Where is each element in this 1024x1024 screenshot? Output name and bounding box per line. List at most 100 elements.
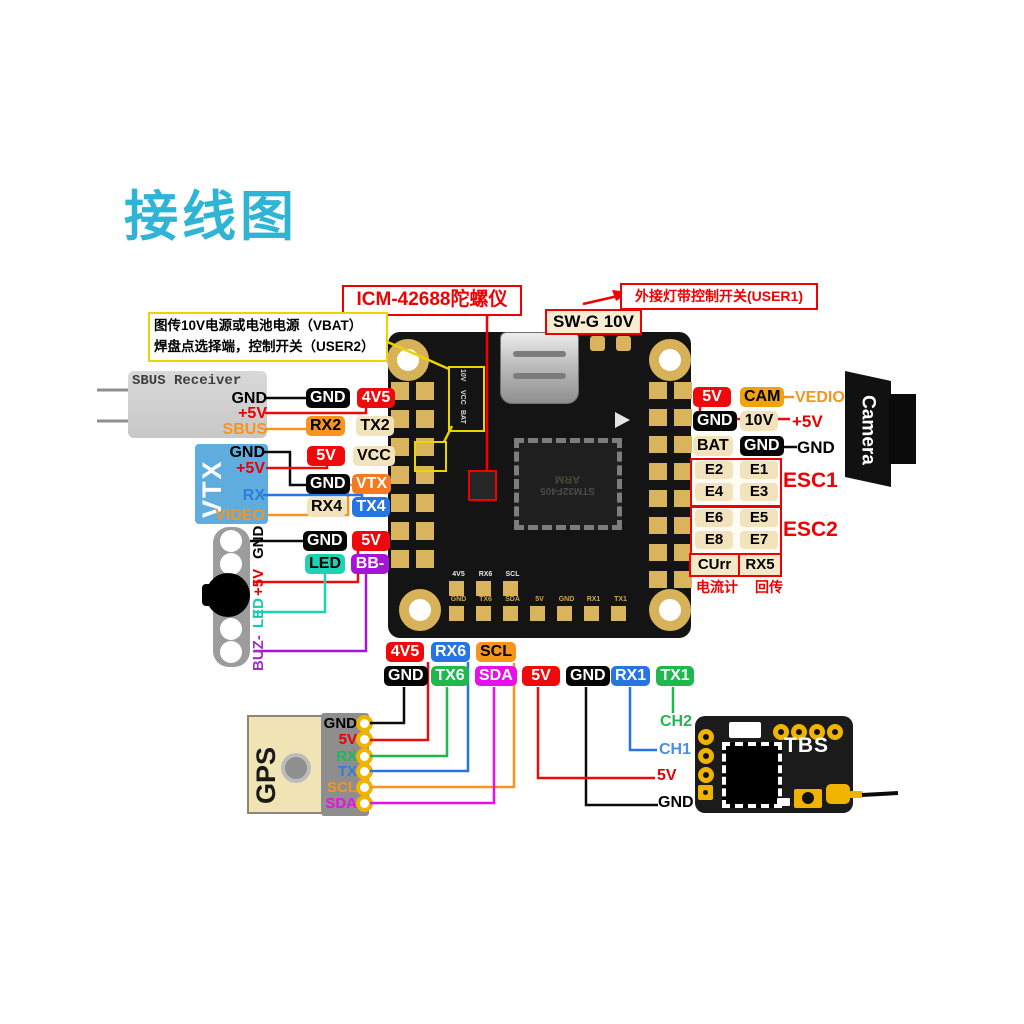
selector-silk-vcc: VCC [459,390,466,405]
pad-column-left-a [391,382,409,568]
gps-pin-gnd: GND [323,715,357,732]
camera-pin-gnd: GND [797,438,835,457]
gps-pin-tx: TX [337,763,357,780]
tbs-pin-ch2: CH2 [660,713,693,730]
tbs-antenna-wire [861,791,899,797]
pad-label-e1: E1 [740,461,778,479]
buzzer-pin-led: LED [250,598,267,628]
board-arrow-silk [615,412,630,428]
tbs-antenna-connector [826,784,850,804]
silk-label: RX6 [478,571,493,578]
sw-g-pad [590,336,605,351]
camera-pin-vedio: VEDIO [795,389,845,406]
tbs-component [777,798,790,806]
current-meter-note: 电流计 [696,579,738,595]
gps-module: GPS [247,715,324,814]
pad-label-cam: CAM [740,387,785,407]
pad-label-5v: 5V [307,446,345,466]
tbs-pad-ring [698,729,714,745]
pad-label-led: LED [305,554,345,574]
buzzer-pin-5v: +5V [250,568,267,596]
mcu-part-silk: STM32F405 [540,484,596,496]
pad-label-bat: BAT [693,436,733,456]
silk-label: RX1 [586,596,601,603]
camera-pin-5v: +5V [792,412,823,431]
pad-label-5v: 5V [693,387,731,407]
pad-10v [616,336,631,351]
pad-label-sda: SDA [475,666,517,686]
sbus-pin-sbus: SBUS [222,421,267,438]
usb-slot [513,373,566,379]
selector-silk-10v: 10V [459,369,466,382]
wire-tbs-ch1 [628,687,657,752]
gps-module-name: GPS [251,746,281,804]
pad-label-scl: SCL [476,642,516,662]
wire-gps-sda [370,687,496,805]
esc2-label: ESC2 [783,518,838,541]
silk-label: TX1 [614,596,627,603]
sbus-receiver-name: SBUS Receiver [132,373,242,389]
camera-module-name: Camera [858,395,879,465]
tbs-pad-ring [698,748,714,764]
tbs-pad-ring [827,724,843,740]
gps-pad-ring [356,731,373,748]
vbat-note-line1: 图传10V电源或电池电源（VBAT） [154,318,363,333]
tbs-receiver-module: TBS [695,716,863,813]
wire-buzzer-signal [254,574,368,653]
sbus-receiver-module: SBUS Receiver [128,371,267,438]
mounting-hole [649,339,691,381]
wire-vtx-gnd [263,450,307,487]
pad-label-tx1: TX1 [656,666,694,686]
gps-pad-ring [356,779,373,796]
tbs-module-name: TBS [784,734,829,757]
pad-label-gnd: GND [740,436,784,456]
user1-callout: 外接灯带控制开关(USER1) [620,283,818,310]
silk-label: SCL [505,571,520,578]
pad-label-e5: E5 [740,509,778,527]
strip-hole [220,530,242,552]
gps-antenna [281,753,311,783]
tbs-pad-ring [791,724,807,740]
curr-pad-box: CUrr [689,553,740,577]
tbs-pad-square [698,785,713,800]
sbus-pin-gnd: GND [231,390,267,407]
mounting-hole [649,589,691,631]
wire-tbs-5v [536,687,655,780]
tbs-bind-button [794,789,822,808]
pad-row-bottom-lower [449,606,630,621]
pad-label-vcc: VCC [353,446,395,466]
vbat-selector-highlight [448,366,485,432]
vbat-note-line2: 焊盘点选择端，控制开关（USER2） [154,339,375,354]
vtx-pin-video: VIDEO [215,507,265,524]
wire-tbs-gnd [584,687,658,807]
swg-callout: SW-G 10V [545,309,642,335]
sbus-pin-5v: +5V [238,405,267,422]
telemetry-note: 回传 [755,579,783,595]
silk-label: 4V5 [452,571,465,578]
pad-label-tx2: TX2 [356,416,394,436]
vbat-note: 图传10V电源或电池电源（VBAT） 焊盘点选择端，控制开关（USER2） [148,312,388,362]
pad-column-left-b [416,382,434,568]
tbs-pin-gnd: GND [658,794,694,811]
mcu-brand-silk: ARM [555,472,581,485]
vtx-module: VTX [195,444,268,524]
buzzer [206,573,250,617]
pad-label-4v5: 4V5 [357,388,395,408]
vtx-pin-gnd: GND [229,444,265,461]
strip-hole [220,641,242,663]
gps-pin-sda: SDA [325,795,357,812]
tbs-pin-5v: 5V [657,767,677,784]
mounting-hole [387,339,429,381]
wire-gps-rx [370,687,449,758]
wire-gps-gnd [370,687,406,725]
tbs-pad-ring [773,724,789,740]
pad-label-rx1: RX1 [611,666,651,686]
gps-pad-ring [356,795,373,812]
pad-label-gnd: GND [306,388,350,408]
buzzer-pin-gnd: GND [250,525,267,559]
pad-column-right-b [674,382,692,594]
wire-sbus-5v [265,408,368,415]
gps-pin-rx: RX [336,748,357,765]
pad-label-e6: E6 [695,509,733,527]
